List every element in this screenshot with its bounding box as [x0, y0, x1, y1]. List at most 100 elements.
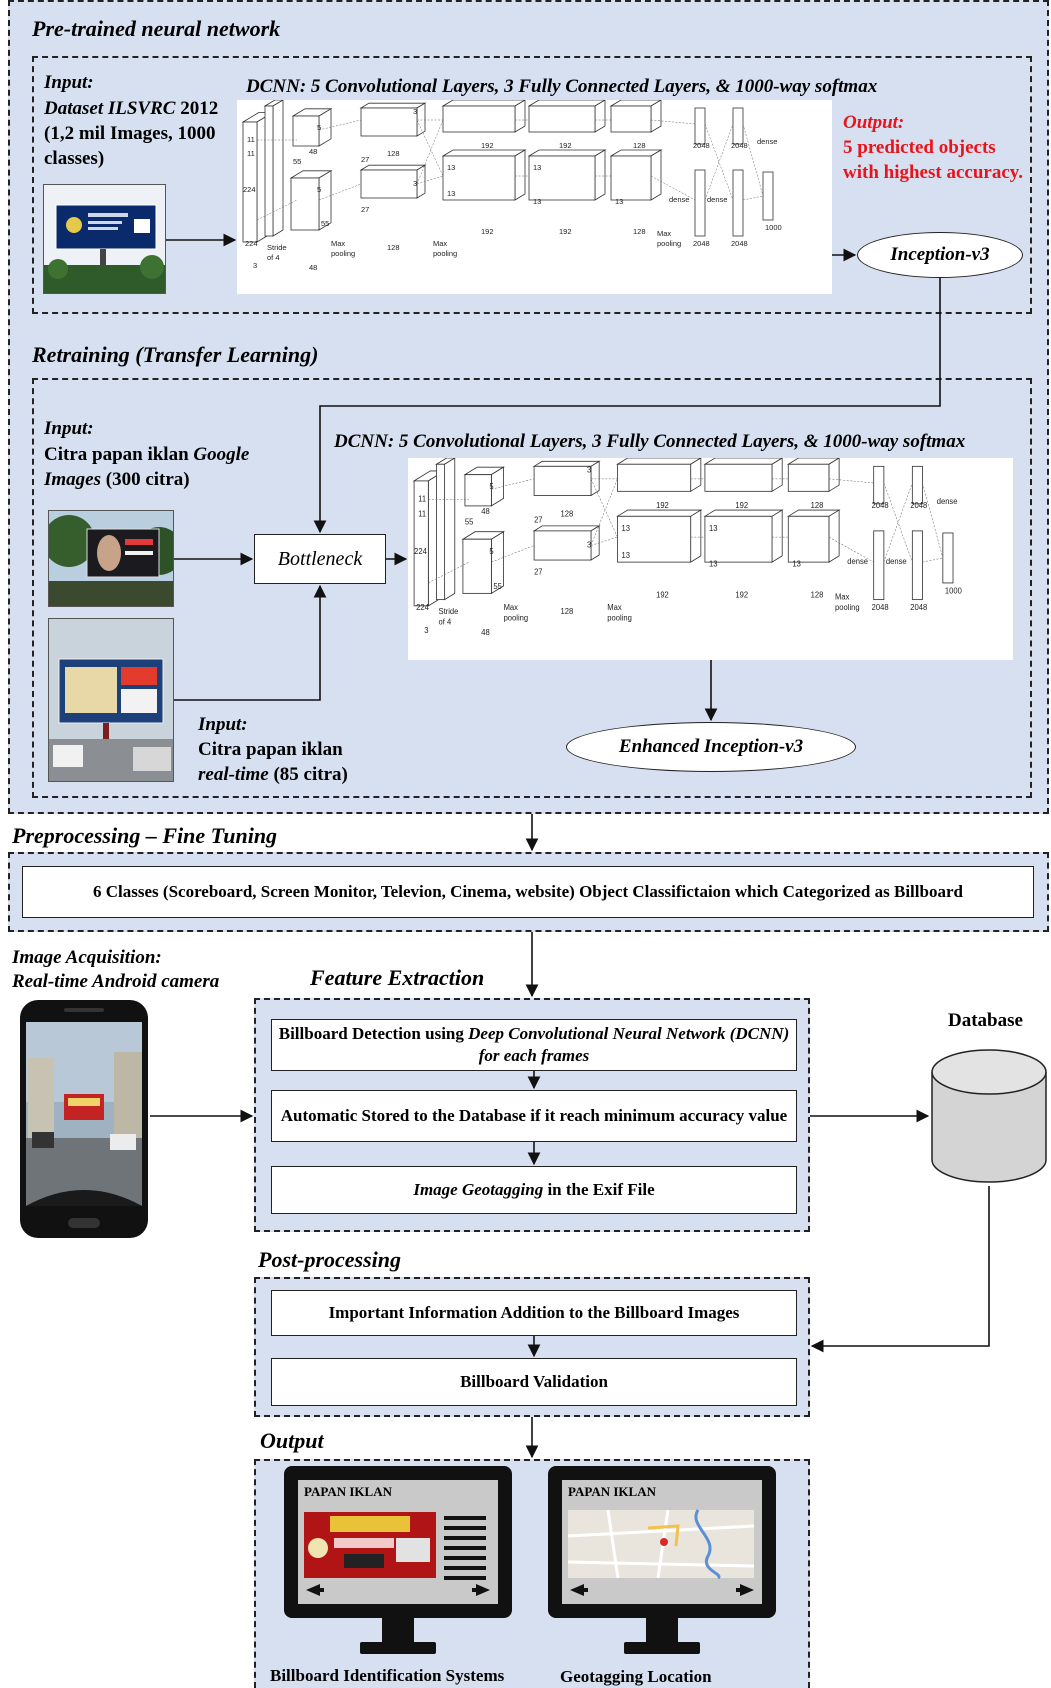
- cnn-label-max3: Max: [835, 593, 850, 602]
- cnn-label-11a: 11: [418, 495, 426, 504]
- cnn-label-2048d: 2048: [910, 603, 927, 612]
- cnn-conv4-bot: [703, 509, 784, 563]
- cnn-label-3b: 3: [413, 107, 417, 116]
- cnn-label-pool2: pooling: [607, 613, 632, 622]
- cnn-label-192b: 192: [481, 227, 494, 236]
- cnn-label-128d: 128: [633, 227, 646, 236]
- cnn-label-11a: 11: [247, 135, 255, 144]
- cnn-label-128d: 128: [811, 590, 824, 599]
- cnn-output-layer: [762, 171, 774, 221]
- cnn-label-2048c: 2048: [910, 501, 927, 510]
- cnn-label-128a: 128: [561, 509, 574, 518]
- monitor-billboard-system: PAPAN IKLAN: [284, 1466, 512, 1666]
- bottleneck-node: Bottleneck: [254, 534, 386, 584]
- cnn-conv4-bot: [527, 149, 607, 201]
- inception-v3-node: Inception-v3: [857, 232, 1023, 278]
- cnn-label-dense3: dense: [757, 137, 777, 146]
- cnn-dense1-top: [873, 465, 885, 505]
- output-caption-2: Geotagging Location: [560, 1667, 712, 1686]
- screen2-title: PAPAN IKLAN: [568, 1484, 656, 1499]
- arrow-database-to-postprocessing: [810, 1186, 990, 1353]
- retraining-title: Retraining (Transfer Learning): [32, 342, 319, 367]
- feature-box-detection: Billboard Detection using Deep Convoluti…: [271, 1019, 797, 1071]
- cnn-label-3c: 3: [587, 540, 591, 549]
- cnn-label-2048a: 2048: [693, 141, 710, 150]
- cnn-label-48a: 48: [309, 147, 317, 156]
- cnn-label-3: 3: [253, 261, 257, 270]
- cnn-label-2048c: 2048: [731, 141, 748, 150]
- cnn-label-2048b: 2048: [693, 239, 710, 248]
- retraining-input2-text: Input: Citra papan iklan real-time (85 c…: [198, 714, 348, 785]
- cnn-conv1: [289, 170, 333, 231]
- postprocessing-box-validation: Billboard Validation: [271, 1358, 797, 1406]
- cnn-label-128a: 128: [387, 149, 400, 158]
- cnn-label-48b: 48: [309, 263, 317, 272]
- cnn-conv2-top: [359, 102, 427, 137]
- cnn-label-pool3: pooling: [835, 603, 860, 612]
- cnn-label-13c: 13: [533, 163, 541, 172]
- cnn-label-11b: 11: [418, 509, 426, 518]
- cnn-label-128c: 128: [811, 501, 824, 510]
- cnn-conv5-bot: [786, 509, 841, 563]
- cnn-conv3-top: [615, 457, 703, 493]
- cnn-label-1000: 1000: [765, 223, 782, 232]
- cnn-label-3c: 3: [413, 179, 417, 188]
- cnn-label-27a: 27: [361, 155, 369, 164]
- enhanced-inception-v3-node: Enhanced Inception-v3: [566, 722, 856, 772]
- cnn-label-5a: 5: [489, 482, 493, 491]
- cnn-label-192c: 192: [735, 501, 748, 510]
- cnn-label-stride: Stride: [267, 243, 287, 252]
- cnn-conv2-bot: [359, 164, 427, 199]
- preprocessing-box: 6 Classes (Scoreboard, Screen Monitor, T…: [22, 866, 1034, 918]
- cnn-label-192b: 192: [656, 590, 669, 599]
- retraining-dcnn-title: DCNN: 5 Convolutional Layers, 3 Fully Co…: [334, 431, 966, 452]
- cnn-label-224a: 224: [414, 547, 427, 556]
- cnn-label-pool2: pooling: [433, 249, 457, 258]
- cnn-conv5-bot: [609, 149, 663, 201]
- cnn-conv4-top: [703, 457, 784, 493]
- cnn-conv1-top: [463, 466, 506, 507]
- cnn-label-192d: 192: [735, 590, 748, 599]
- cnn-label-dense1: dense: [669, 195, 689, 204]
- cnn-label-11b: 11: [247, 149, 255, 158]
- cnn-label-pool1: pooling: [504, 613, 529, 622]
- feature-title: Feature Extraction: [310, 965, 485, 990]
- cnn-label-dense3: dense: [937, 497, 958, 506]
- cnn-label-13d: 13: [709, 559, 717, 568]
- cnn-conv4-top: [527, 99, 607, 133]
- cnn-label-stride: Stride: [439, 607, 459, 616]
- retraining-input-text: Citra papan iklan Google Images (300 cit…: [44, 444, 250, 490]
- database-label: Database: [948, 1010, 1023, 1031]
- screen1-title: PAPAN IKLAN: [304, 1484, 392, 1499]
- output-title: Output: [260, 1428, 324, 1453]
- cnn-label-2048a: 2048: [872, 501, 889, 510]
- cnn-label-13e: 13: [792, 559, 800, 568]
- billboard-photo-google: [48, 510, 174, 607]
- cnn-conv1: [461, 530, 506, 595]
- cnn-label-pool1: pooling: [331, 249, 355, 258]
- cnn-label-13d: 13: [533, 197, 541, 206]
- cnn-label-27b: 27: [361, 205, 369, 214]
- cnn-input-slab: [435, 457, 457, 601]
- cnn-label-128b: 128: [561, 607, 574, 616]
- cnn-conv5-top: [609, 99, 663, 133]
- cnn-label-224b: 224: [416, 603, 429, 612]
- cnn-label-dense2: dense: [707, 195, 727, 204]
- cnn-label-55a: 55: [465, 518, 473, 527]
- pretrained-dcnn-title: DCNN: 5 Convolutional Layers, 3 Fully Co…: [246, 76, 878, 97]
- feature-box-stored: Automatic Stored to the Database if it r…: [271, 1090, 797, 1142]
- output-caption-1: Billboard Identification Systems: [270, 1666, 505, 1685]
- android-phone-image: [18, 998, 150, 1240]
- cnn-label-3: 3: [424, 626, 428, 635]
- cnn-label-2048b: 2048: [872, 603, 889, 612]
- cnn-label-max1: Max: [331, 239, 345, 248]
- pretrained-title: Pre-trained neural network: [32, 16, 281, 41]
- cnn-conv5-top: [786, 457, 841, 493]
- pretrained-input-label: Input:: [44, 72, 94, 93]
- cnn-label-max2: Max: [433, 239, 447, 248]
- retraining-input-label: Input:: [44, 418, 94, 439]
- cnn-label-13c: 13: [709, 524, 717, 533]
